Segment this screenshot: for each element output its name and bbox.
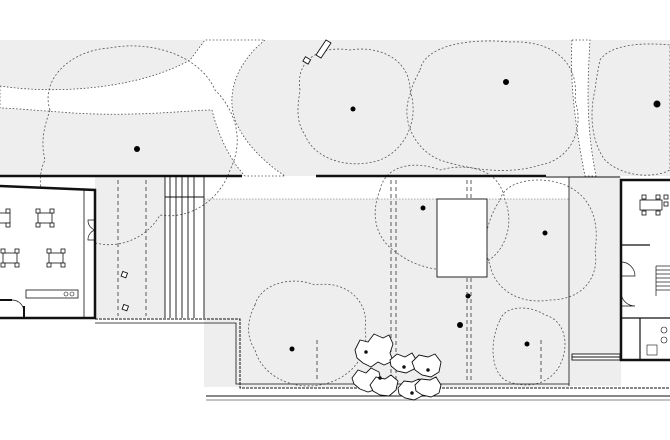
shrub-cluster-icon: [351, 333, 442, 401]
stair-icon: [655, 265, 670, 296]
left-building: [0, 184, 97, 320]
canopy-2: [297, 48, 414, 165]
tree-trunk-icon: [350, 106, 356, 112]
footpath-right: [571, 39, 597, 177]
kitchen-counter: [25, 289, 79, 299]
table-with-chairs-icon: [0, 208, 11, 228]
bench-icon: [571, 353, 621, 361]
tree-trunk-icon: [653, 100, 661, 108]
tree-trunk-icon: [420, 205, 426, 211]
right-strip-lawn: [569, 176, 621, 386]
planter-box-icon: [436, 198, 488, 278]
door-swing-icon: [11, 299, 25, 313]
tree-canopies: [39, 40, 670, 387]
right-building-wall-inner: [621, 244, 670, 360]
footpaths: [0, 39, 597, 177]
tree-trunk-icon: [289, 346, 295, 352]
left-strip-lawn: [95, 176, 165, 318]
tree-trunk-icon: [465, 293, 471, 299]
tree-trunk-icon: [134, 146, 140, 152]
tree-trunks: [134, 79, 661, 352]
door-swing-icon: [620, 291, 636, 307]
canopy-3: [406, 40, 579, 171]
hedge-south: [95, 318, 670, 389]
tree-trunk-icon: [542, 230, 548, 236]
right-building: [619, 178, 670, 362]
table-with-chairs-icon: [0, 248, 20, 268]
canopy-7: [248, 280, 367, 387]
right-building-outline: [619, 178, 670, 362]
tree-trunk-icon: [503, 79, 509, 85]
footpath-left: [0, 39, 287, 177]
entrance-steps: [164, 176, 205, 318]
overhead-lines: [117, 180, 542, 380]
door-swing-icon: [620, 261, 636, 277]
canopy-5: [374, 164, 510, 271]
tree-trunk-icon: [524, 341, 530, 347]
canopy-4: [591, 43, 670, 176]
small-markers: [120, 39, 332, 312]
tree-trunk-icon: [457, 322, 463, 328]
table-with-chairs-icon: [639, 194, 669, 216]
canopy-1: [39, 45, 238, 246]
table-with-chairs-icon: [35, 208, 55, 228]
door-swing-icon: [87, 219, 96, 241]
table-with-chairs-icon: [46, 248, 66, 268]
